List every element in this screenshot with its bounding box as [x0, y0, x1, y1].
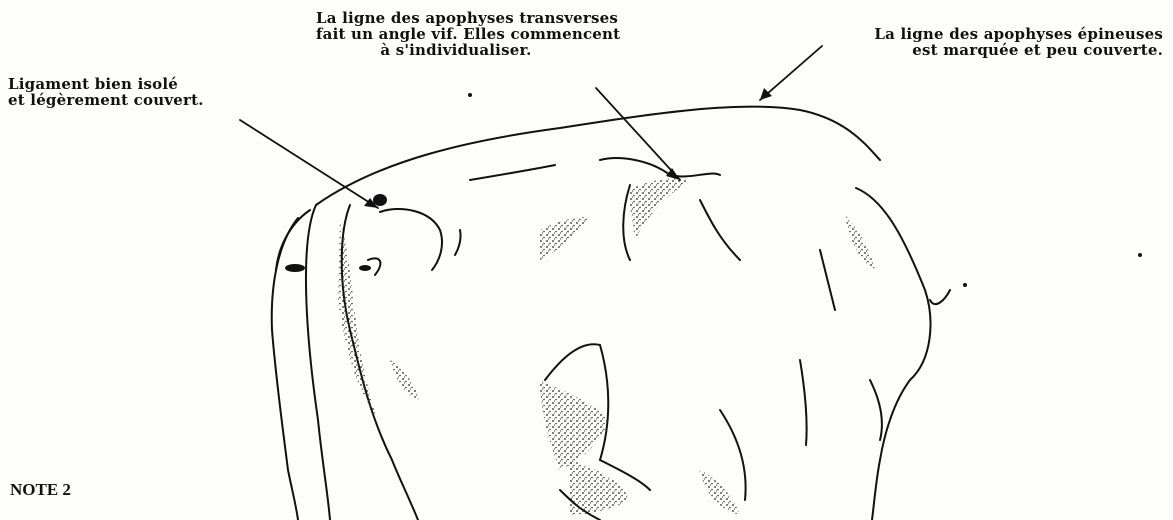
note-label: NOTE 2: [10, 480, 71, 500]
pointer-transverse: [596, 88, 680, 180]
label-ligament: Ligament bien isolé et légèrement couver…: [8, 76, 204, 108]
right-flank: [856, 188, 930, 520]
label-epineuses-line-2: est marquée et peu couverte.: [808, 42, 1163, 58]
label-ligament-line-1: Ligament bien isolé: [8, 76, 204, 92]
tail-line: [306, 205, 330, 520]
label-epineuses: La ligne des apophyses épineuses est mar…: [808, 26, 1163, 58]
label-transverse: La ligne des apophyses transverses fait …: [316, 10, 596, 58]
label-epineuses-line-1: La ligne des apophyses épineuses: [808, 26, 1163, 42]
label-transverse-line-1: La ligne des apophyses transverses: [316, 10, 596, 26]
label-ligament-line-2: et légèrement couvert.: [8, 92, 204, 108]
label-transverse-line-2: fait un angle vif. Elles commencent: [316, 26, 596, 42]
pointer-ligament: [240, 120, 378, 208]
back-line: [316, 107, 880, 205]
label-transverse-line-3: à s'individualiser.: [316, 42, 596, 58]
